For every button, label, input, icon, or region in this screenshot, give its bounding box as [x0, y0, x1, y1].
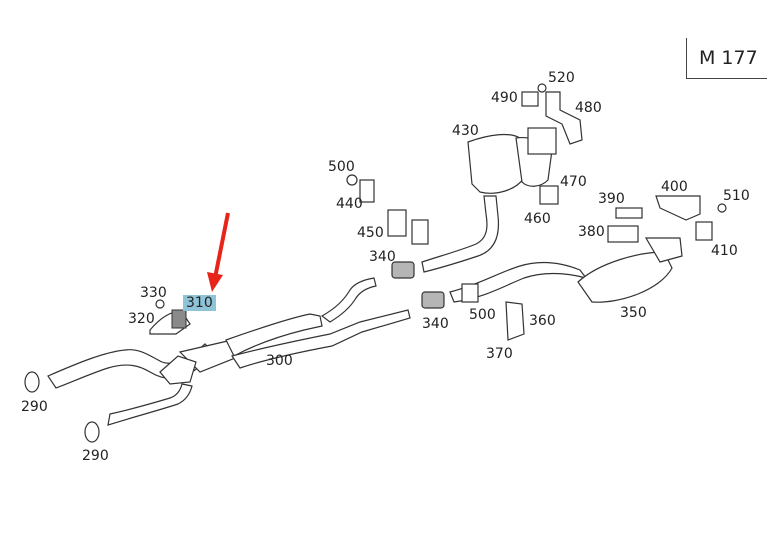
lower-right-pipe	[107, 383, 193, 426]
part-label-290-upper: 290	[21, 399, 48, 415]
clamp-290-upper	[24, 371, 40, 393]
part-label-410: 410	[711, 243, 738, 259]
part-label-350: 350	[620, 305, 647, 321]
part-label-510: 510	[723, 188, 750, 204]
part-label-300: 300	[266, 353, 293, 369]
engine-code-label: M 177	[699, 47, 758, 69]
part-label-450: 450	[357, 225, 384, 241]
clamp-290-lower	[84, 421, 100, 443]
part-label-370: 370	[486, 346, 513, 362]
part-label-400: 400	[661, 179, 688, 195]
bracket-380	[607, 225, 639, 243]
clamp-340-lower	[421, 291, 445, 309]
bracket-440	[359, 179, 375, 203]
sensor-310	[171, 309, 187, 329]
bracket-460	[539, 185, 559, 205]
part-label-340-lower: 340	[422, 316, 449, 332]
part-label-390: 390	[598, 191, 625, 207]
pointer-arrow-head	[207, 272, 223, 292]
part-label-470: 470	[560, 174, 587, 190]
part-label-480: 480	[575, 100, 602, 116]
part-label-500-lower: 500	[469, 307, 496, 323]
upper-connecting-pipe	[421, 195, 500, 273]
part-label-340-upper: 340	[369, 249, 396, 265]
part-label-490: 490	[491, 90, 518, 106]
bracket-400	[655, 195, 701, 221]
front-cat-converter	[159, 355, 197, 385]
part-390	[615, 207, 643, 219]
clip-490	[521, 91, 539, 107]
part-label-440: 440	[336, 196, 363, 212]
hanger-410	[695, 221, 713, 241]
bracket-360	[505, 301, 525, 341]
bracket-450	[387, 209, 407, 237]
part-label-290-lower: 290	[82, 448, 109, 464]
lower-muffler	[577, 251, 673, 303]
bracket-480	[545, 91, 583, 145]
part-label-360: 360	[529, 313, 556, 329]
screw-330	[155, 299, 165, 309]
rubber-mount-500	[346, 174, 358, 186]
part-label-380: 380	[578, 224, 605, 240]
center-riser-pipe	[320, 277, 377, 323]
clamp-340-upper	[391, 261, 415, 279]
part-label-430: 430	[452, 123, 479, 139]
screw-520	[537, 83, 547, 93]
pointer-arrow-shaft	[213, 212, 230, 279]
part-label-310-highlighted: 310	[183, 295, 216, 311]
lower-muffler-outlet	[644, 237, 683, 263]
screw-510	[717, 203, 727, 213]
part-label-460: 460	[524, 211, 551, 227]
part-label-330: 330	[140, 285, 167, 301]
upper-muffler	[467, 133, 525, 194]
part-label-320: 320	[128, 311, 155, 327]
center-pipe-upper	[225, 313, 323, 357]
engine-code-box: M 177	[686, 38, 767, 79]
part-label-520: 520	[548, 70, 575, 86]
bracket-upper-muffler	[527, 127, 557, 155]
center-pipe-lower	[231, 309, 411, 369]
hanger-500-lower	[461, 283, 479, 303]
part-label-500-upper: 500	[328, 159, 355, 175]
hanger-450	[411, 219, 429, 245]
